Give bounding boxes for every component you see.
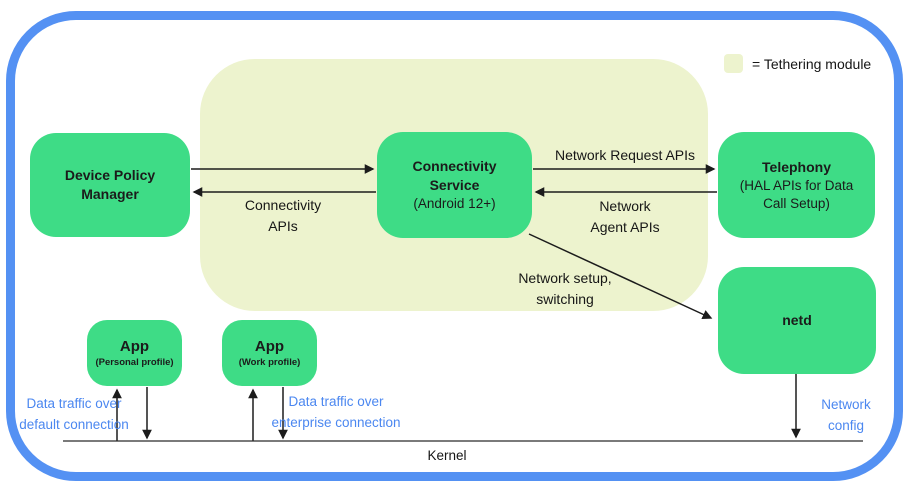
device-policy-manager-box: Device Policy Manager <box>30 133 190 237</box>
device-frame-border <box>6 11 903 481</box>
netd-title: netd <box>782 312 812 328</box>
legend: = Tethering module <box>724 54 871 73</box>
connectivity-service-title: Connectivity Service <box>412 158 497 193</box>
telephony-box: Telephony (HAL APIs for Data Call Setup) <box>718 132 875 238</box>
telephony-subtitle: (HAL APIs for Data Call Setup) <box>739 177 854 211</box>
app-work-box: App (Work profile) <box>222 320 317 386</box>
data-traffic-default-label: Data traffic over default connection <box>19 396 129 432</box>
app-personal-box: App (Personal profile) <box>87 320 182 386</box>
netd-box: netd <box>718 267 876 374</box>
connectivity-service-subtitle: (Android 12+) <box>413 196 496 211</box>
kernel-label: Kernel <box>427 448 467 463</box>
data-traffic-enterprise-label: Data traffic over enterprise connection <box>271 394 401 430</box>
app-work-title: App <box>254 337 285 355</box>
app-personal-title: App <box>119 337 150 355</box>
connectivity-apis-label: Connectivity APIs <box>244 197 322 234</box>
network-agent-apis-label: Network Agent APIs <box>590 198 660 235</box>
network-setup-switching-label: Network setup, switching <box>518 270 612 307</box>
tethering-swatch-icon <box>724 54 743 73</box>
telephony-title: Telephony <box>762 158 831 175</box>
app-work-subtitle: (Work profile) <box>238 356 301 368</box>
network-request-apis-label: Network Request APIs <box>554 147 696 163</box>
network-config-label: Network config <box>821 397 871 433</box>
device-policy-manager-title: Device Policy Manager <box>64 167 156 202</box>
connectivity-service-box: Connectivity Service (Android 12+) <box>377 132 532 238</box>
legend-label: = Tethering module <box>752 55 872 72</box>
app-personal-subtitle: (Personal profile) <box>95 356 174 368</box>
